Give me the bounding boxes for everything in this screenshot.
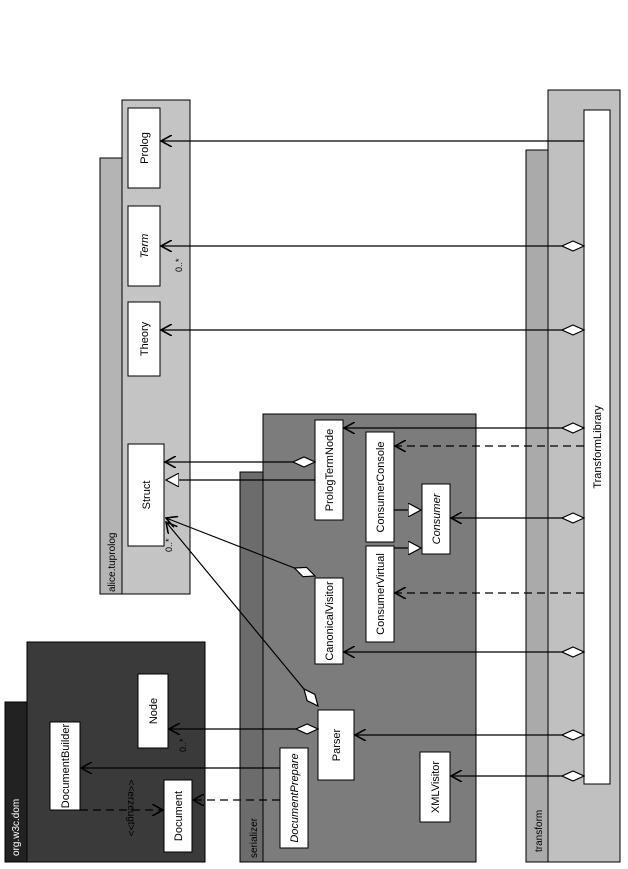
package-label-transform: transform: [534, 810, 545, 852]
mult-struct: 0..*: [164, 538, 174, 552]
stereotype-label: <<erzeugt>>: [125, 780, 136, 837]
class-transform-library[interactable]: TransformLibrary: [583, 109, 611, 785]
svg-text:PrologTermNode: PrologTermNode: [324, 429, 336, 512]
svg-text:Term: Term: [139, 234, 151, 259]
svg-text:Struct: Struct: [141, 481, 153, 510]
class-consumer-console[interactable]: ConsumerConsole: [365, 431, 395, 543]
class-document-builder[interactable]: DocumentBuilder: [49, 721, 81, 811]
class-consumer-virtual[interactable]: ConsumerVirtual: [365, 545, 395, 643]
svg-text:Prolog: Prolog: [139, 132, 151, 164]
package-label-dom: org.w3c.dom: [11, 799, 22, 856]
class-node[interactable]: Node: [137, 673, 169, 749]
class-xml-visitor[interactable]: XMLVisitor: [419, 751, 451, 823]
class-theory[interactable]: Theory: [127, 301, 161, 377]
mult-term: 0..*: [174, 258, 184, 272]
aggr-parser-struct: [166, 522, 318, 706]
package-label-prolog: alice.tuprolog: [107, 533, 118, 592]
svg-text:XMLVisitor: XMLVisitor: [430, 761, 442, 814]
svg-text:Node: Node: [148, 698, 160, 724]
class-struct[interactable]: Struct: [127, 443, 165, 547]
class-document[interactable]: Document: [163, 779, 193, 853]
svg-text:TransformLibrary: TransformLibrary: [592, 405, 604, 489]
class-canonical-visitor[interactable]: CanonicalVisitor: [314, 577, 344, 665]
class-document-prepare[interactable]: DocumentPrepare: [279, 747, 309, 849]
svg-text:DocumentBuilder: DocumentBuilder: [60, 723, 72, 808]
class-term[interactable]: Term: [127, 205, 161, 287]
svg-text:Theory: Theory: [139, 321, 151, 356]
svg-text:Parser: Parser: [331, 728, 343, 761]
class-prolog-term-node[interactable]: PrologTermNode: [314, 419, 344, 521]
class-consumer[interactable]: Consumer: [421, 483, 451, 555]
svg-text:Document: Document: [173, 791, 185, 841]
svg-text:DocumentPrepare: DocumentPrepare: [289, 753, 301, 842]
class-prolog[interactable]: Prolog: [127, 107, 161, 189]
svg-text:ConsumerConsole: ConsumerConsole: [375, 441, 387, 532]
svg-text:CanonicalVisitor: CanonicalVisitor: [324, 581, 336, 661]
mult-node: 0..*: [178, 738, 188, 752]
svg-text:ConsumerVirtual: ConsumerVirtual: [375, 553, 387, 635]
package-label-serializer: serializer: [249, 817, 260, 858]
relations: [80, 141, 584, 810]
class-parser[interactable]: Parser: [317, 709, 355, 781]
svg-text:Consumer: Consumer: [431, 492, 443, 544]
